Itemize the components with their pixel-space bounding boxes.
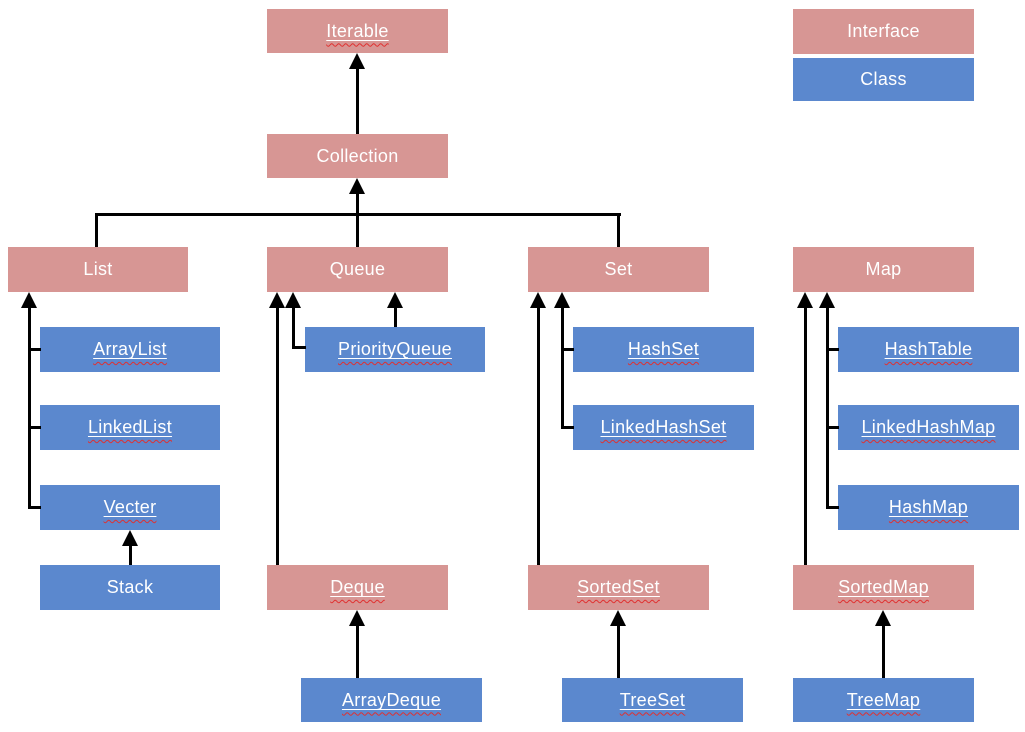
- edge-line: [29, 348, 41, 351]
- node-vecter: Vecter: [40, 485, 220, 530]
- legend-interface: Interface: [793, 9, 974, 54]
- node-treemap: TreeMap: [793, 678, 974, 722]
- arrowhead-icon: [875, 610, 891, 626]
- arrowhead-icon: [349, 178, 365, 194]
- legend-class-label: Class: [860, 69, 907, 89]
- edge-line: [28, 303, 31, 509]
- node-treeset-label: TreeSet: [619, 689, 686, 710]
- edge-line: [356, 64, 359, 134]
- arrowhead-icon: [610, 610, 626, 626]
- legend-interface-label: Interface: [847, 21, 920, 41]
- node-vecter-label: Vecter: [103, 497, 157, 517]
- edge-line: [29, 426, 41, 429]
- node-deque: Deque: [267, 565, 448, 610]
- edge-line: [561, 303, 564, 429]
- edge-line: [617, 621, 620, 678]
- edge-line: [356, 214, 359, 247]
- edge-line: [394, 303, 397, 327]
- node-iterable: Iterable: [267, 9, 448, 53]
- legend-class: Class: [793, 58, 974, 101]
- node-map-label: Map: [865, 259, 902, 279]
- node-stack-label: Stack: [106, 577, 154, 597]
- node-linkedlist: LinkedList: [40, 405, 220, 450]
- node-list: List: [8, 247, 188, 292]
- node-queue: Queue: [267, 247, 448, 292]
- arrowhead-icon: [387, 292, 403, 308]
- node-hashtable-label: HashTable: [884, 339, 973, 359]
- node-stack: Stack: [40, 565, 220, 610]
- node-arraydeque: ArrayDeque: [301, 678, 482, 722]
- node-priorityqueue: PriorityQueue: [305, 327, 485, 372]
- node-hashmap: HashMap: [838, 485, 1019, 530]
- edge-line: [617, 214, 620, 247]
- node-linkedlist-label: LinkedList: [87, 417, 173, 437]
- edge-line: [537, 303, 540, 565]
- arrowhead-icon: [554, 292, 570, 308]
- node-linkedhashset: LinkedHashSet: [573, 405, 754, 450]
- edge-line: [827, 426, 839, 429]
- node-treemap-label: TreeMap: [846, 689, 921, 710]
- node-hashset-label: HashSet: [627, 339, 700, 359]
- arrowhead-icon: [349, 53, 365, 69]
- node-arraylist: ArrayList: [40, 327, 220, 372]
- edge-line: [804, 303, 807, 565]
- node-sortedset: SortedSet: [528, 565, 709, 610]
- edge-line: [562, 426, 574, 429]
- node-list-label: List: [83, 259, 113, 279]
- arrowhead-icon: [269, 292, 285, 308]
- node-arraylist-label: ArrayList: [93, 339, 167, 359]
- node-iterable-label: Iterable: [326, 20, 389, 41]
- edge-line: [882, 621, 885, 678]
- edge-line: [292, 346, 306, 349]
- arrowhead-icon: [122, 530, 138, 546]
- arrowhead-icon: [819, 292, 835, 308]
- node-sortedmap: SortedMap: [793, 565, 974, 610]
- node-arraydeque-label: ArrayDeque: [341, 689, 442, 710]
- arrowhead-icon: [530, 292, 546, 308]
- node-sortedmap-label: SortedMap: [838, 577, 929, 597]
- edge-line: [827, 348, 839, 351]
- edge-line: [29, 506, 41, 509]
- arrowhead-icon: [21, 292, 37, 308]
- node-linkedhashset-label: LinkedHashSet: [600, 417, 727, 437]
- edge-line: [356, 621, 359, 678]
- edge-line: [356, 189, 359, 215]
- node-collection: Collection: [267, 134, 448, 178]
- edge-line: [129, 541, 132, 565]
- edge-line: [826, 303, 829, 509]
- edge-line: [827, 506, 839, 509]
- node-set: Set: [528, 247, 709, 292]
- node-sortedset-label: SortedSet: [577, 577, 660, 597]
- node-linkedhashmap: LinkedHashMap: [838, 405, 1019, 450]
- node-collection-label: Collection: [316, 145, 399, 166]
- edge-line: [95, 214, 98, 247]
- node-hashmap-label: HashMap: [888, 497, 969, 517]
- edge-line: [562, 348, 574, 351]
- node-deque-label: Deque: [330, 577, 385, 597]
- edge-line: [292, 303, 295, 349]
- node-priorityqueue-label: PriorityQueue: [338, 339, 452, 359]
- arrowhead-icon: [797, 292, 813, 308]
- arrowhead-icon: [285, 292, 301, 308]
- arrowhead-icon: [349, 610, 365, 626]
- node-hashset: HashSet: [573, 327, 754, 372]
- edge-line: [276, 303, 279, 565]
- node-set-label: Set: [604, 259, 633, 279]
- node-treeset: TreeSet: [562, 678, 743, 722]
- node-hashtable: HashTable: [838, 327, 1019, 372]
- node-queue-label: Queue: [329, 259, 386, 279]
- node-map: Map: [793, 247, 974, 292]
- node-linkedhashmap-label: LinkedHashMap: [861, 417, 996, 437]
